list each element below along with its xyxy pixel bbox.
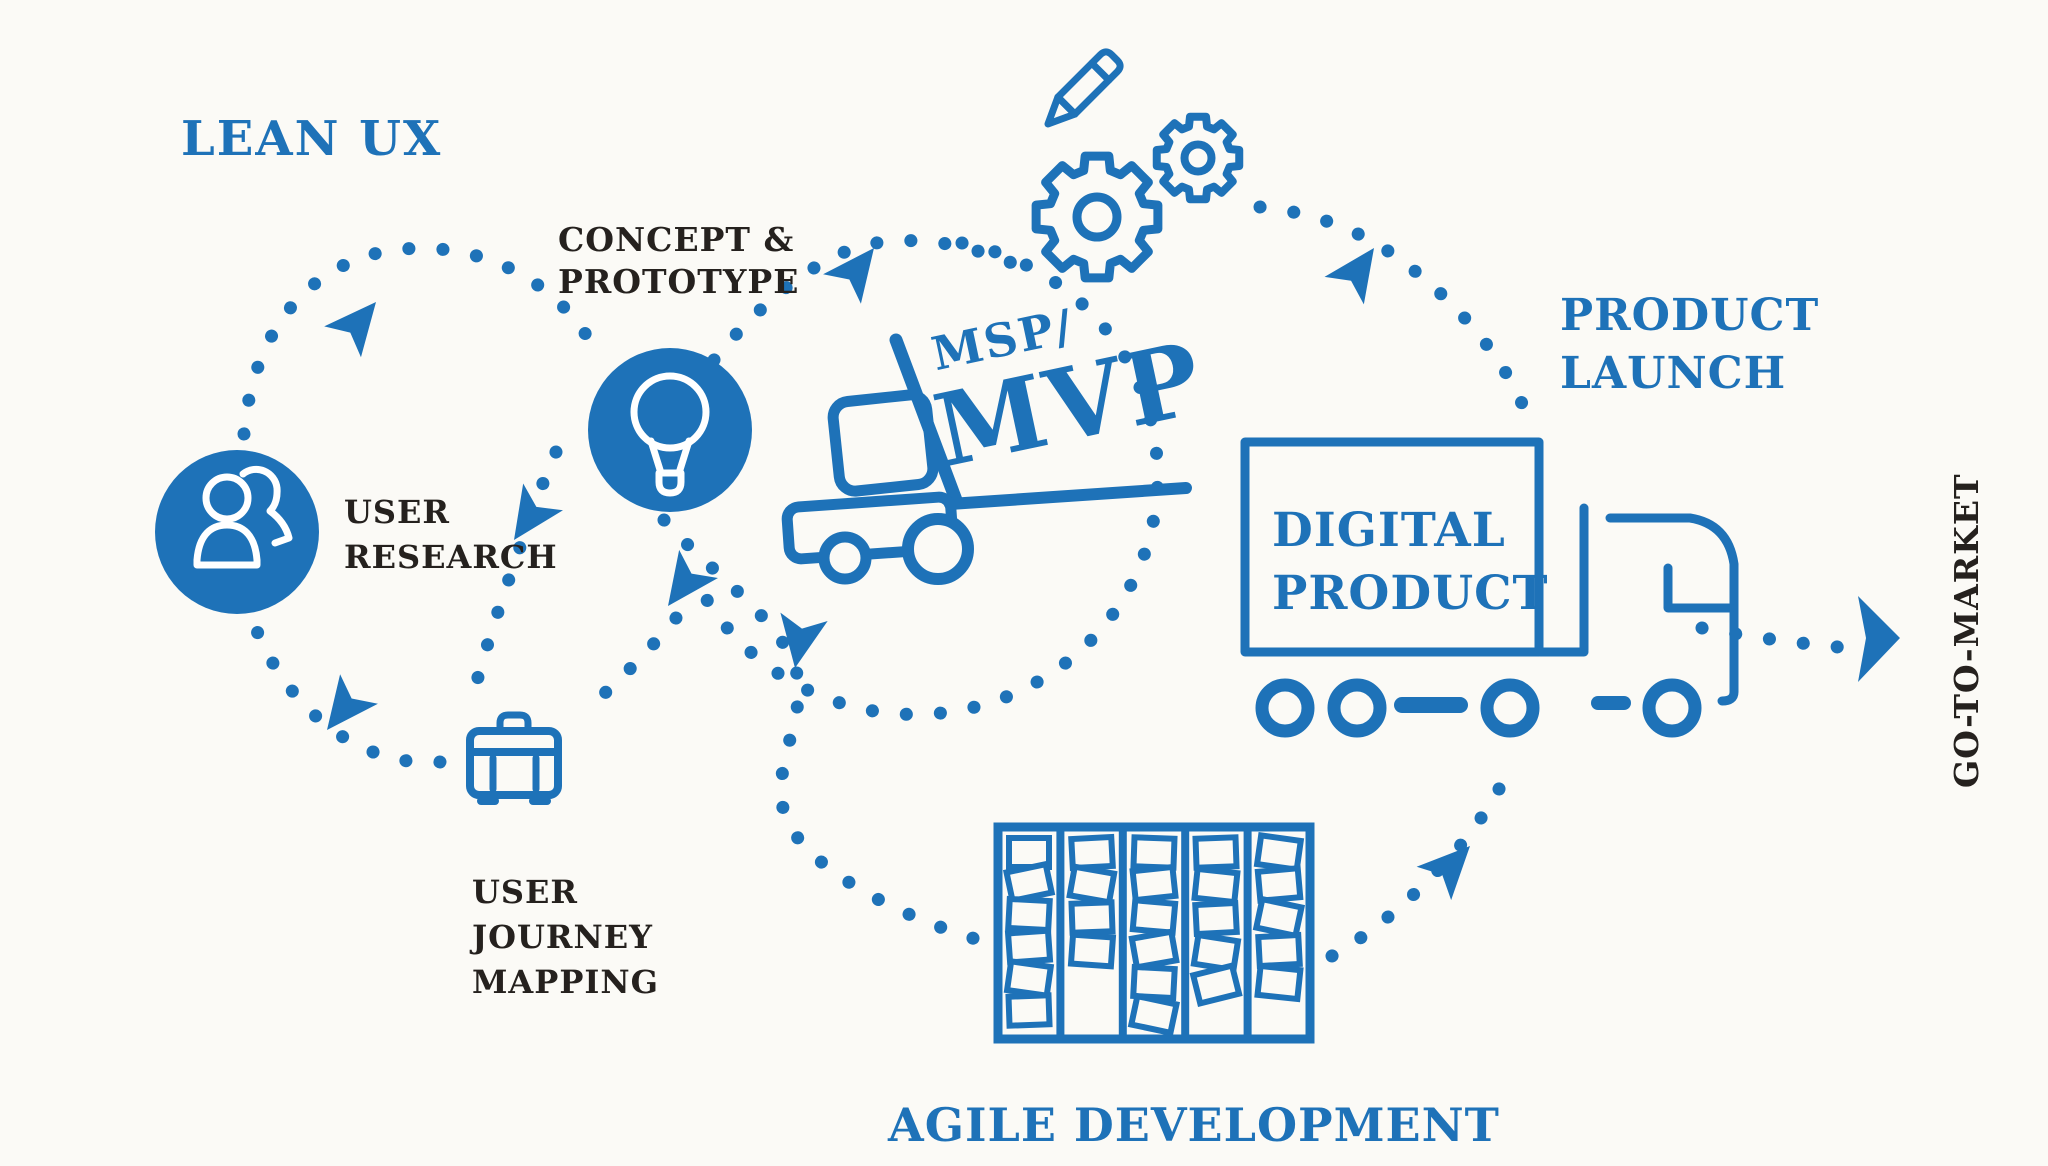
gear-small bbox=[1157, 117, 1239, 199]
gear-small-hub bbox=[1180, 140, 1216, 176]
page-title: LEAN UX bbox=[181, 111, 442, 167]
kanban-board-icon bbox=[993, 822, 1315, 1044]
user-journey-mapping-node: USER JOURNEY MAPPING bbox=[466, 711, 659, 1001]
agile-development-node: AGILE DEVELOPMENT bbox=[887, 822, 1500, 1152]
truck-trailer-box bbox=[1240, 437, 1544, 657]
briefcase-icon bbox=[466, 711, 562, 805]
arrow-icon-up-right-4 bbox=[1416, 829, 1488, 901]
mvp-node: MSP/ MVP bbox=[781, 298, 1213, 585]
label-concept-line1: CONCEPT & bbox=[558, 220, 794, 259]
path-concept-to-agile bbox=[657, 513, 993, 949]
label-digital-product-line2: PRODUCT bbox=[1272, 566, 1548, 621]
path-mvp-loop bbox=[693, 236, 1165, 721]
truck-cab bbox=[1605, 513, 1739, 706]
pencil-icon bbox=[1044, 48, 1124, 128]
arrow-icon-up-right-3 bbox=[1324, 234, 1394, 305]
flow-arrowheads bbox=[308, 233, 1900, 901]
truck-wheels bbox=[1255, 678, 1702, 738]
label-ujm-line1: USER bbox=[472, 873, 578, 911]
path-gears-to-truck bbox=[1253, 200, 1535, 425]
mvp-text-group: MSP/ MVP bbox=[925, 298, 1213, 490]
product-launch-node: PRODUCT LAUNCH DIGITAL PRODUCT bbox=[1240, 290, 1819, 738]
label-concept-line2: PROTOTYPE bbox=[558, 262, 799, 301]
user-research-node: USER RESEARCH bbox=[155, 450, 558, 614]
label-product-launch-line2: LAUNCH bbox=[1560, 348, 1786, 399]
path-agile-to-truck bbox=[1325, 753, 1521, 963]
label-user-research-line1: USER bbox=[344, 493, 450, 531]
path-concept-to-briefcase bbox=[465, 445, 563, 707]
label-ujm-line3: MAPPING bbox=[472, 963, 659, 1001]
label-digital-product-line1: DIGITAL bbox=[1272, 503, 1506, 558]
gear-large-hub bbox=[1072, 192, 1122, 242]
lightbulb-icon bbox=[630, 372, 710, 497]
concept-circle bbox=[588, 348, 752, 512]
arrow-icon-up-right-1 bbox=[324, 286, 395, 358]
path-concept-to-gears bbox=[707, 234, 1031, 367]
label-go-to-market: GO-TO-MARKET bbox=[1947, 473, 1986, 788]
label-product-launch-line1: PRODUCT bbox=[1560, 290, 1819, 341]
gear-large bbox=[1036, 156, 1158, 278]
label-user-research-line2: RESEARCH bbox=[344, 538, 558, 576]
people-icon bbox=[193, 465, 293, 569]
arrow-icon-go-to-market bbox=[1858, 596, 1900, 682]
path-briefcase-to-research bbox=[245, 611, 447, 769]
path-truck-to-market bbox=[1695, 621, 1855, 655]
path-research-to-concept bbox=[237, 241, 601, 441]
label-agile-development: AGILE DEVELOPMENT bbox=[887, 1098, 1500, 1152]
forklift-icon bbox=[781, 333, 1192, 585]
arrow-icon-down-left-1 bbox=[648, 549, 718, 621]
concept-prototype-node: CONCEPT & PROTOTYPE bbox=[558, 220, 799, 512]
path-mvp-loop-tail bbox=[579, 611, 683, 717]
label-ujm-line2: JOURNEY bbox=[469, 918, 653, 956]
truck-icon bbox=[1240, 437, 1739, 738]
gears-icon bbox=[1036, 117, 1239, 278]
